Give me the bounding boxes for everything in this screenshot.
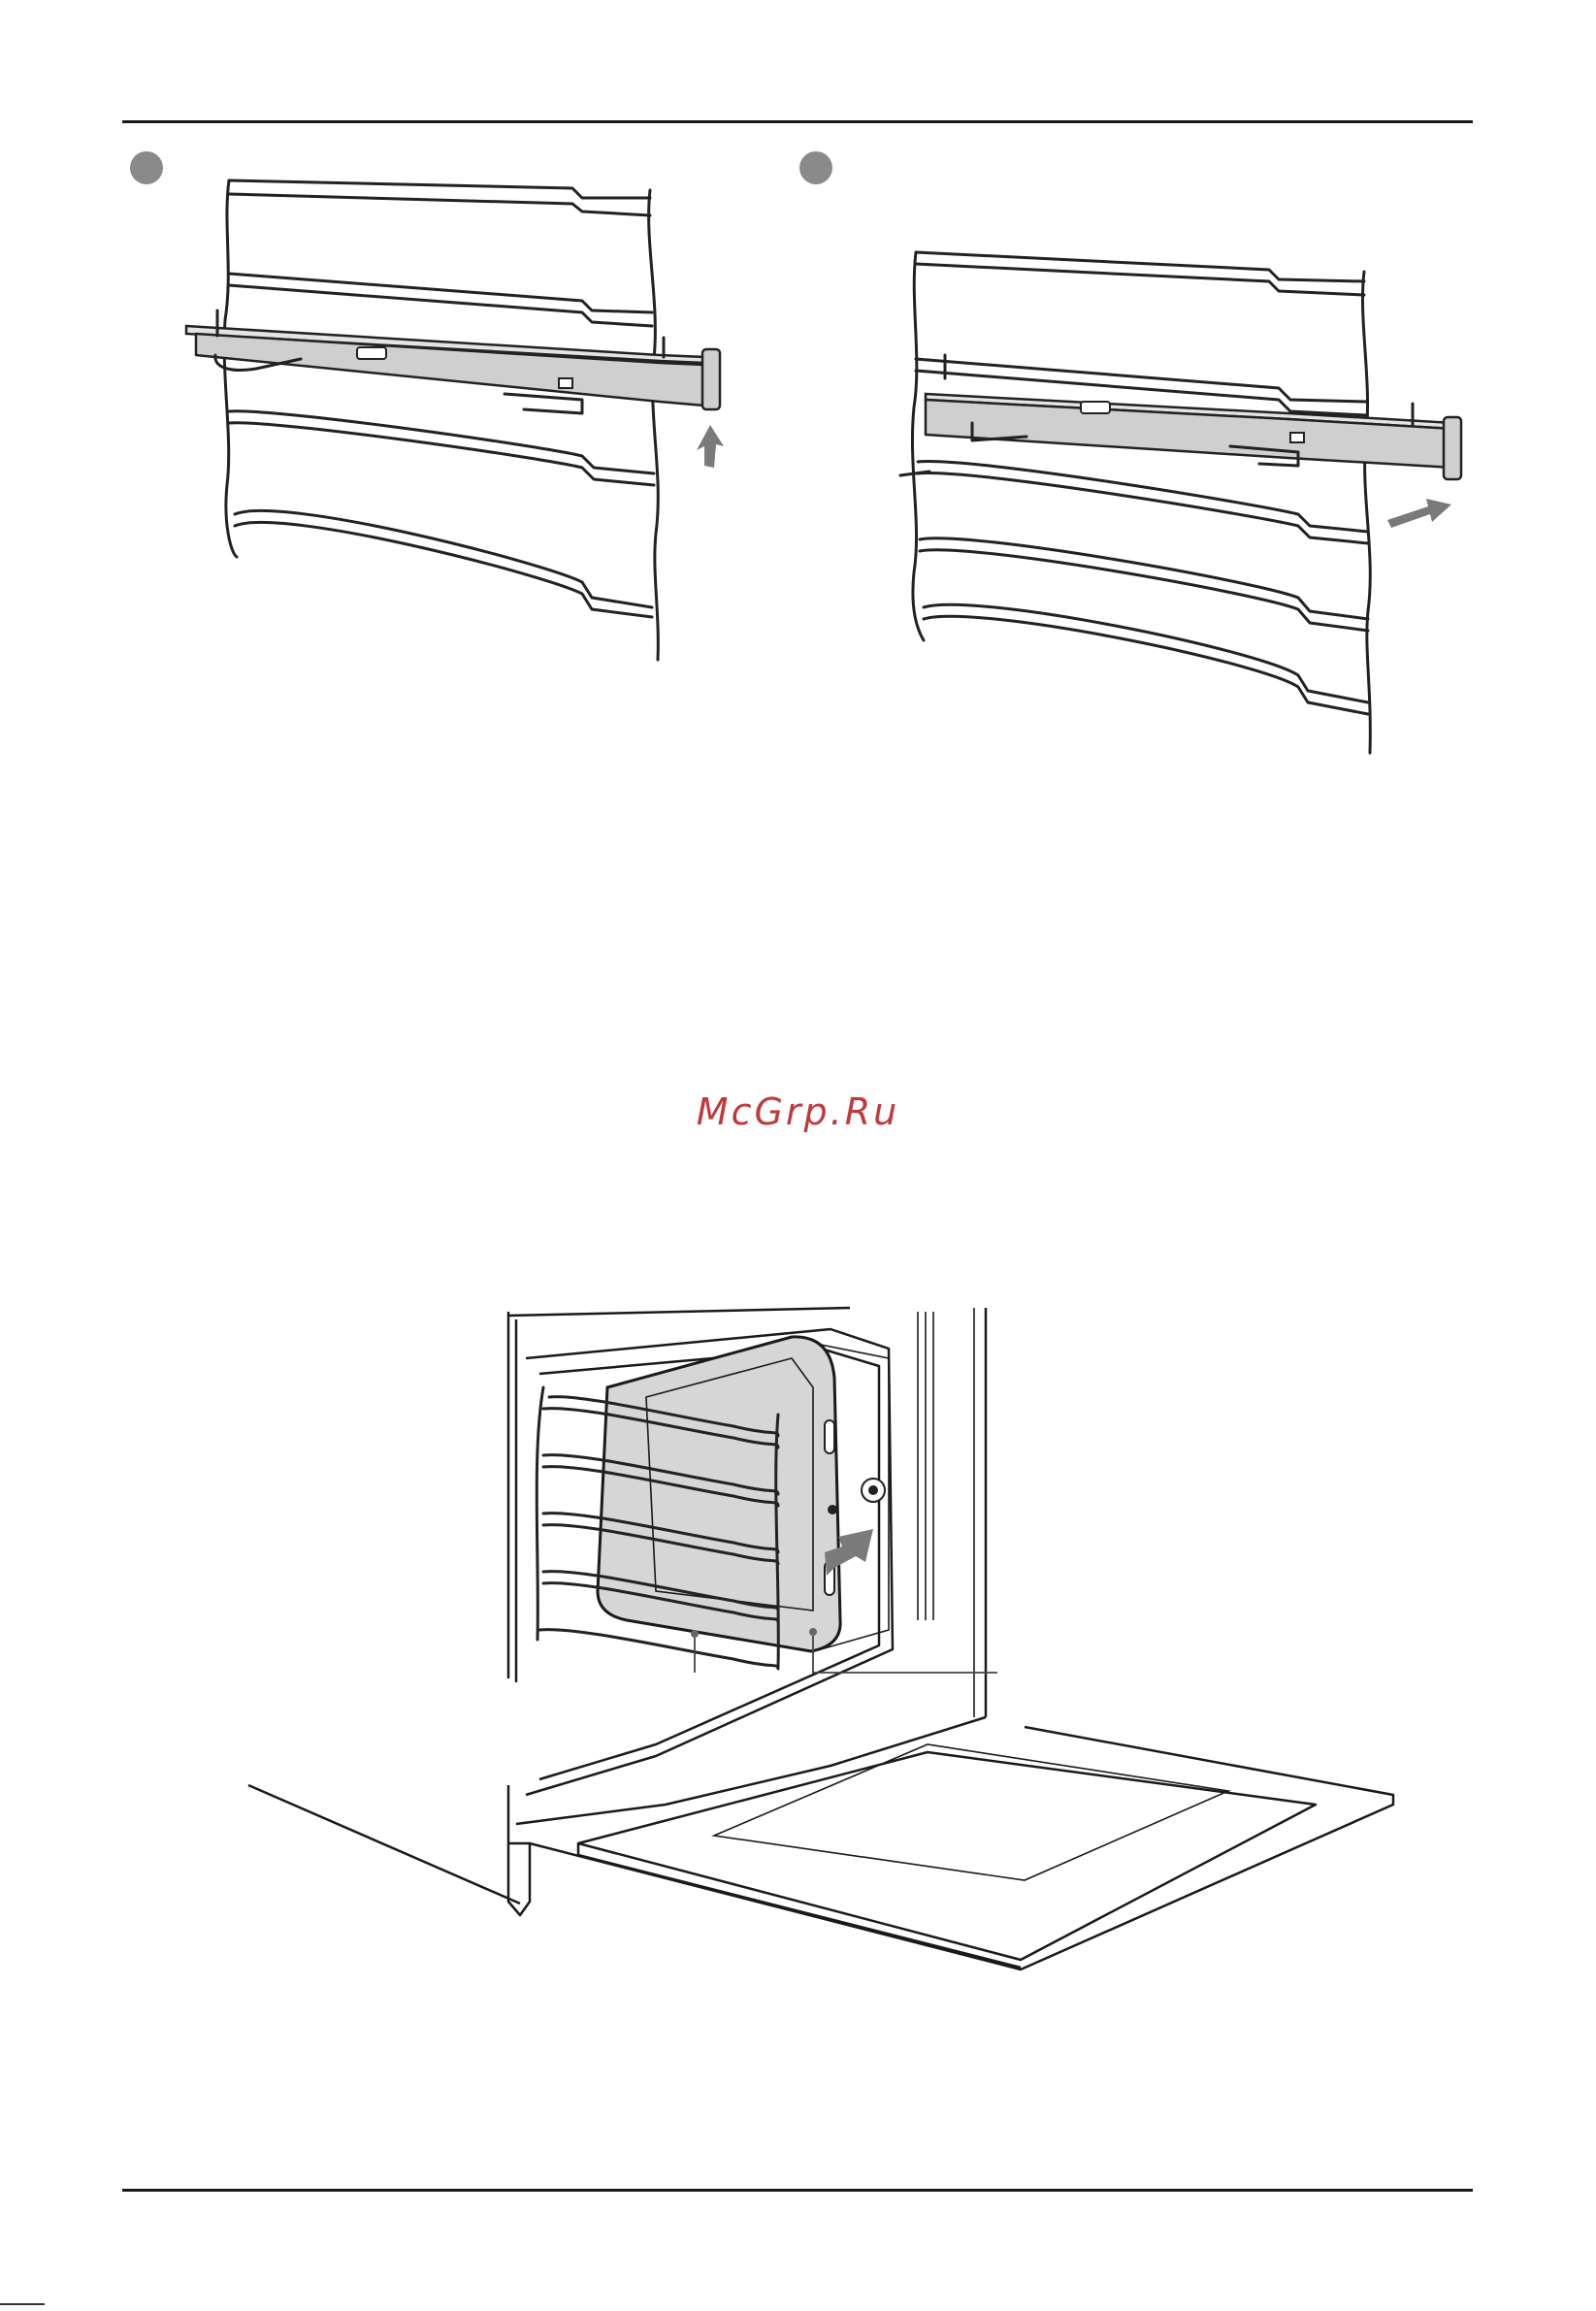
- page-corner-mark: [0, 2303, 45, 2305]
- watermark-text: McGrp.Ru: [0, 1090, 1596, 1133]
- oven-cavity-figure: [248, 1300, 1413, 1979]
- rack-rail-insert-figure: [891, 243, 1512, 766]
- oven-door: [248, 1727, 1393, 1969]
- step-marker-1: [130, 151, 163, 184]
- bottom-rule: [122, 2189, 1473, 2192]
- right-arrow-icon: [1387, 499, 1451, 528]
- wire-rack-frame: [224, 180, 658, 660]
- up-arrow-icon: [697, 425, 724, 468]
- step-marker-2: [799, 151, 832, 184]
- rack-rail-lift-figure: [175, 165, 737, 669]
- top-rule: [122, 120, 1473, 123]
- wire-rack-frame: [912, 252, 1370, 753]
- telescopic-rail: [900, 355, 1461, 479]
